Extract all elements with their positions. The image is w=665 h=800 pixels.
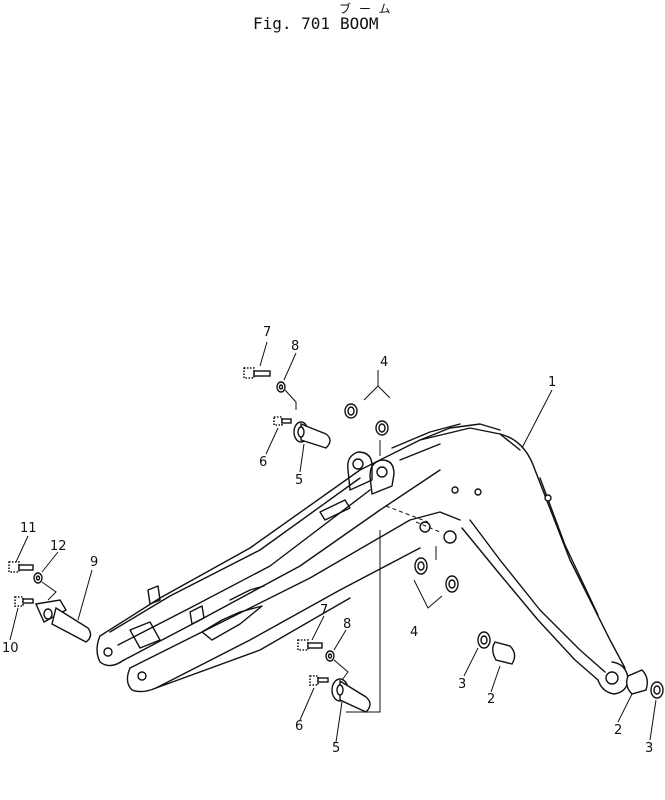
callout-9: 9 [90, 555, 98, 570]
callout-3-right: 3 [645, 741, 653, 756]
leader-4-upper [363, 385, 391, 401]
callout-10: 10 [2, 641, 19, 656]
shims-middle [414, 557, 459, 593]
callout-8-upper: 8 [291, 339, 299, 354]
callout-4-middle: 4 [410, 625, 418, 640]
callout-4-upper: 4 [380, 355, 388, 370]
shims-upper [344, 403, 389, 436]
bushing-right [625, 669, 664, 699]
leader-bracket-upper [284, 389, 297, 410]
japanese-title: ブーム [339, 2, 399, 16]
leader-lower-pin [346, 530, 381, 713]
boom-base-pin-hole-upper [103, 647, 113, 657]
bolt-upper [243, 367, 271, 379]
callout-7-lower: 7 [320, 603, 328, 618]
leader-1 [521, 389, 553, 449]
bushing-middle [477, 631, 516, 665]
figure-name: BOOM [340, 14, 379, 33]
callout-8-lower: 8 [343, 617, 351, 632]
grease-fitting-lower [309, 675, 329, 686]
cylinder-boss-right [443, 530, 457, 544]
leader-bracket-lower [333, 659, 349, 681]
boom-base-pin-hole-lower [137, 671, 147, 681]
boom-body [96, 423, 629, 695]
callout-1: 1 [548, 375, 556, 390]
boom-top-pin-hole-left [352, 458, 364, 470]
leader-bracket-left [41, 581, 57, 601]
bolt-lower [297, 639, 323, 651]
callout-5-upper: 5 [295, 473, 303, 488]
callout-12: 12 [50, 539, 67, 554]
callout-2-middle: 2 [487, 692, 495, 707]
callout-7-upper: 7 [263, 325, 271, 340]
boom-top-pin-hole-right [376, 466, 388, 478]
callout-11: 11 [20, 521, 37, 536]
pin-left [34, 599, 92, 643]
callout-5-lower: 5 [332, 741, 340, 756]
figure-label: Fig. 701 [253, 14, 331, 33]
cylinder-boss-left [419, 521, 431, 533]
callout-6-upper: 6 [259, 455, 267, 470]
washer-left [33, 572, 43, 584]
pin-upper [293, 421, 331, 449]
callout-6-lower: 6 [295, 719, 303, 734]
boom-foot-pin-hole [605, 671, 619, 685]
figure-title-block: ブーム Fig. 701 BOOM [0, 0, 665, 40]
washer-upper [276, 381, 286, 393]
grease-fitting-left [14, 596, 34, 607]
bolt-left [8, 561, 34, 573]
washer-lower [325, 650, 335, 662]
callout-3-middle: 3 [458, 677, 466, 692]
pin-lower [331, 678, 371, 713]
leader-4-middle [413, 579, 443, 609]
grease-fitting-upper [273, 416, 292, 426]
callout-2-right: 2 [614, 723, 622, 738]
